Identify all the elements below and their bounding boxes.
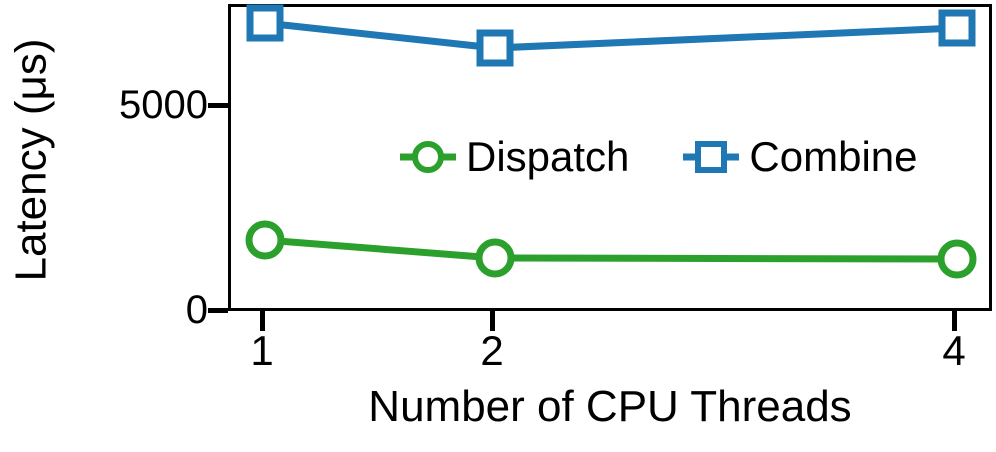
y-tick-label-5000: 5000: [119, 83, 208, 127]
dispatch-line: [261, 236, 961, 263]
legend-entry-dispatch: Dispatch: [400, 136, 629, 178]
dispatch-marker-2: [475, 238, 515, 278]
legend-entry-combine: Combine: [683, 133, 918, 180]
x-tick-label-4: 4: [942, 327, 966, 374]
x-tick-mark-2: [490, 311, 495, 331]
y-tick-mark-0: [208, 308, 228, 313]
x-tick-mark-1: [260, 311, 265, 331]
y-axis-tick-labels: 5000 0: [60, 0, 208, 452]
dispatch-marker-4: [937, 239, 977, 279]
x-axis-label: Number of CPU Threads: [368, 382, 852, 431]
series-combine: [246, 4, 976, 67]
y-axis-label: Latency (μs): [0, 0, 62, 320]
combine-line: [261, 19, 961, 52]
series-dispatch: [245, 220, 977, 279]
legend-label-combine: Combine: [749, 133, 918, 180]
plot-area: [228, 4, 992, 311]
plot-svg: [245, 4, 977, 279]
legend-label-dispatch: Dispatch: [466, 133, 630, 180]
circle-marker-icon: [400, 141, 456, 173]
x-tick-label-1: 1: [250, 327, 274, 374]
combine-marker-4: [938, 9, 976, 47]
y-tick-label-0: 0: [185, 288, 208, 332]
dispatch-marker-1: [245, 220, 285, 260]
x-tick-mark-4: [952, 311, 957, 331]
chart-legend: Dispatch Combine: [400, 128, 918, 186]
x-tick-label-2: 2: [480, 327, 504, 374]
y-tick-mark-5000: [208, 103, 228, 108]
combine-marker-2: [476, 29, 514, 67]
y-axis-label-text: Latency (μs): [6, 38, 55, 282]
combine-marker-1: [246, 4, 284, 42]
square-marker-icon: [683, 141, 740, 173]
